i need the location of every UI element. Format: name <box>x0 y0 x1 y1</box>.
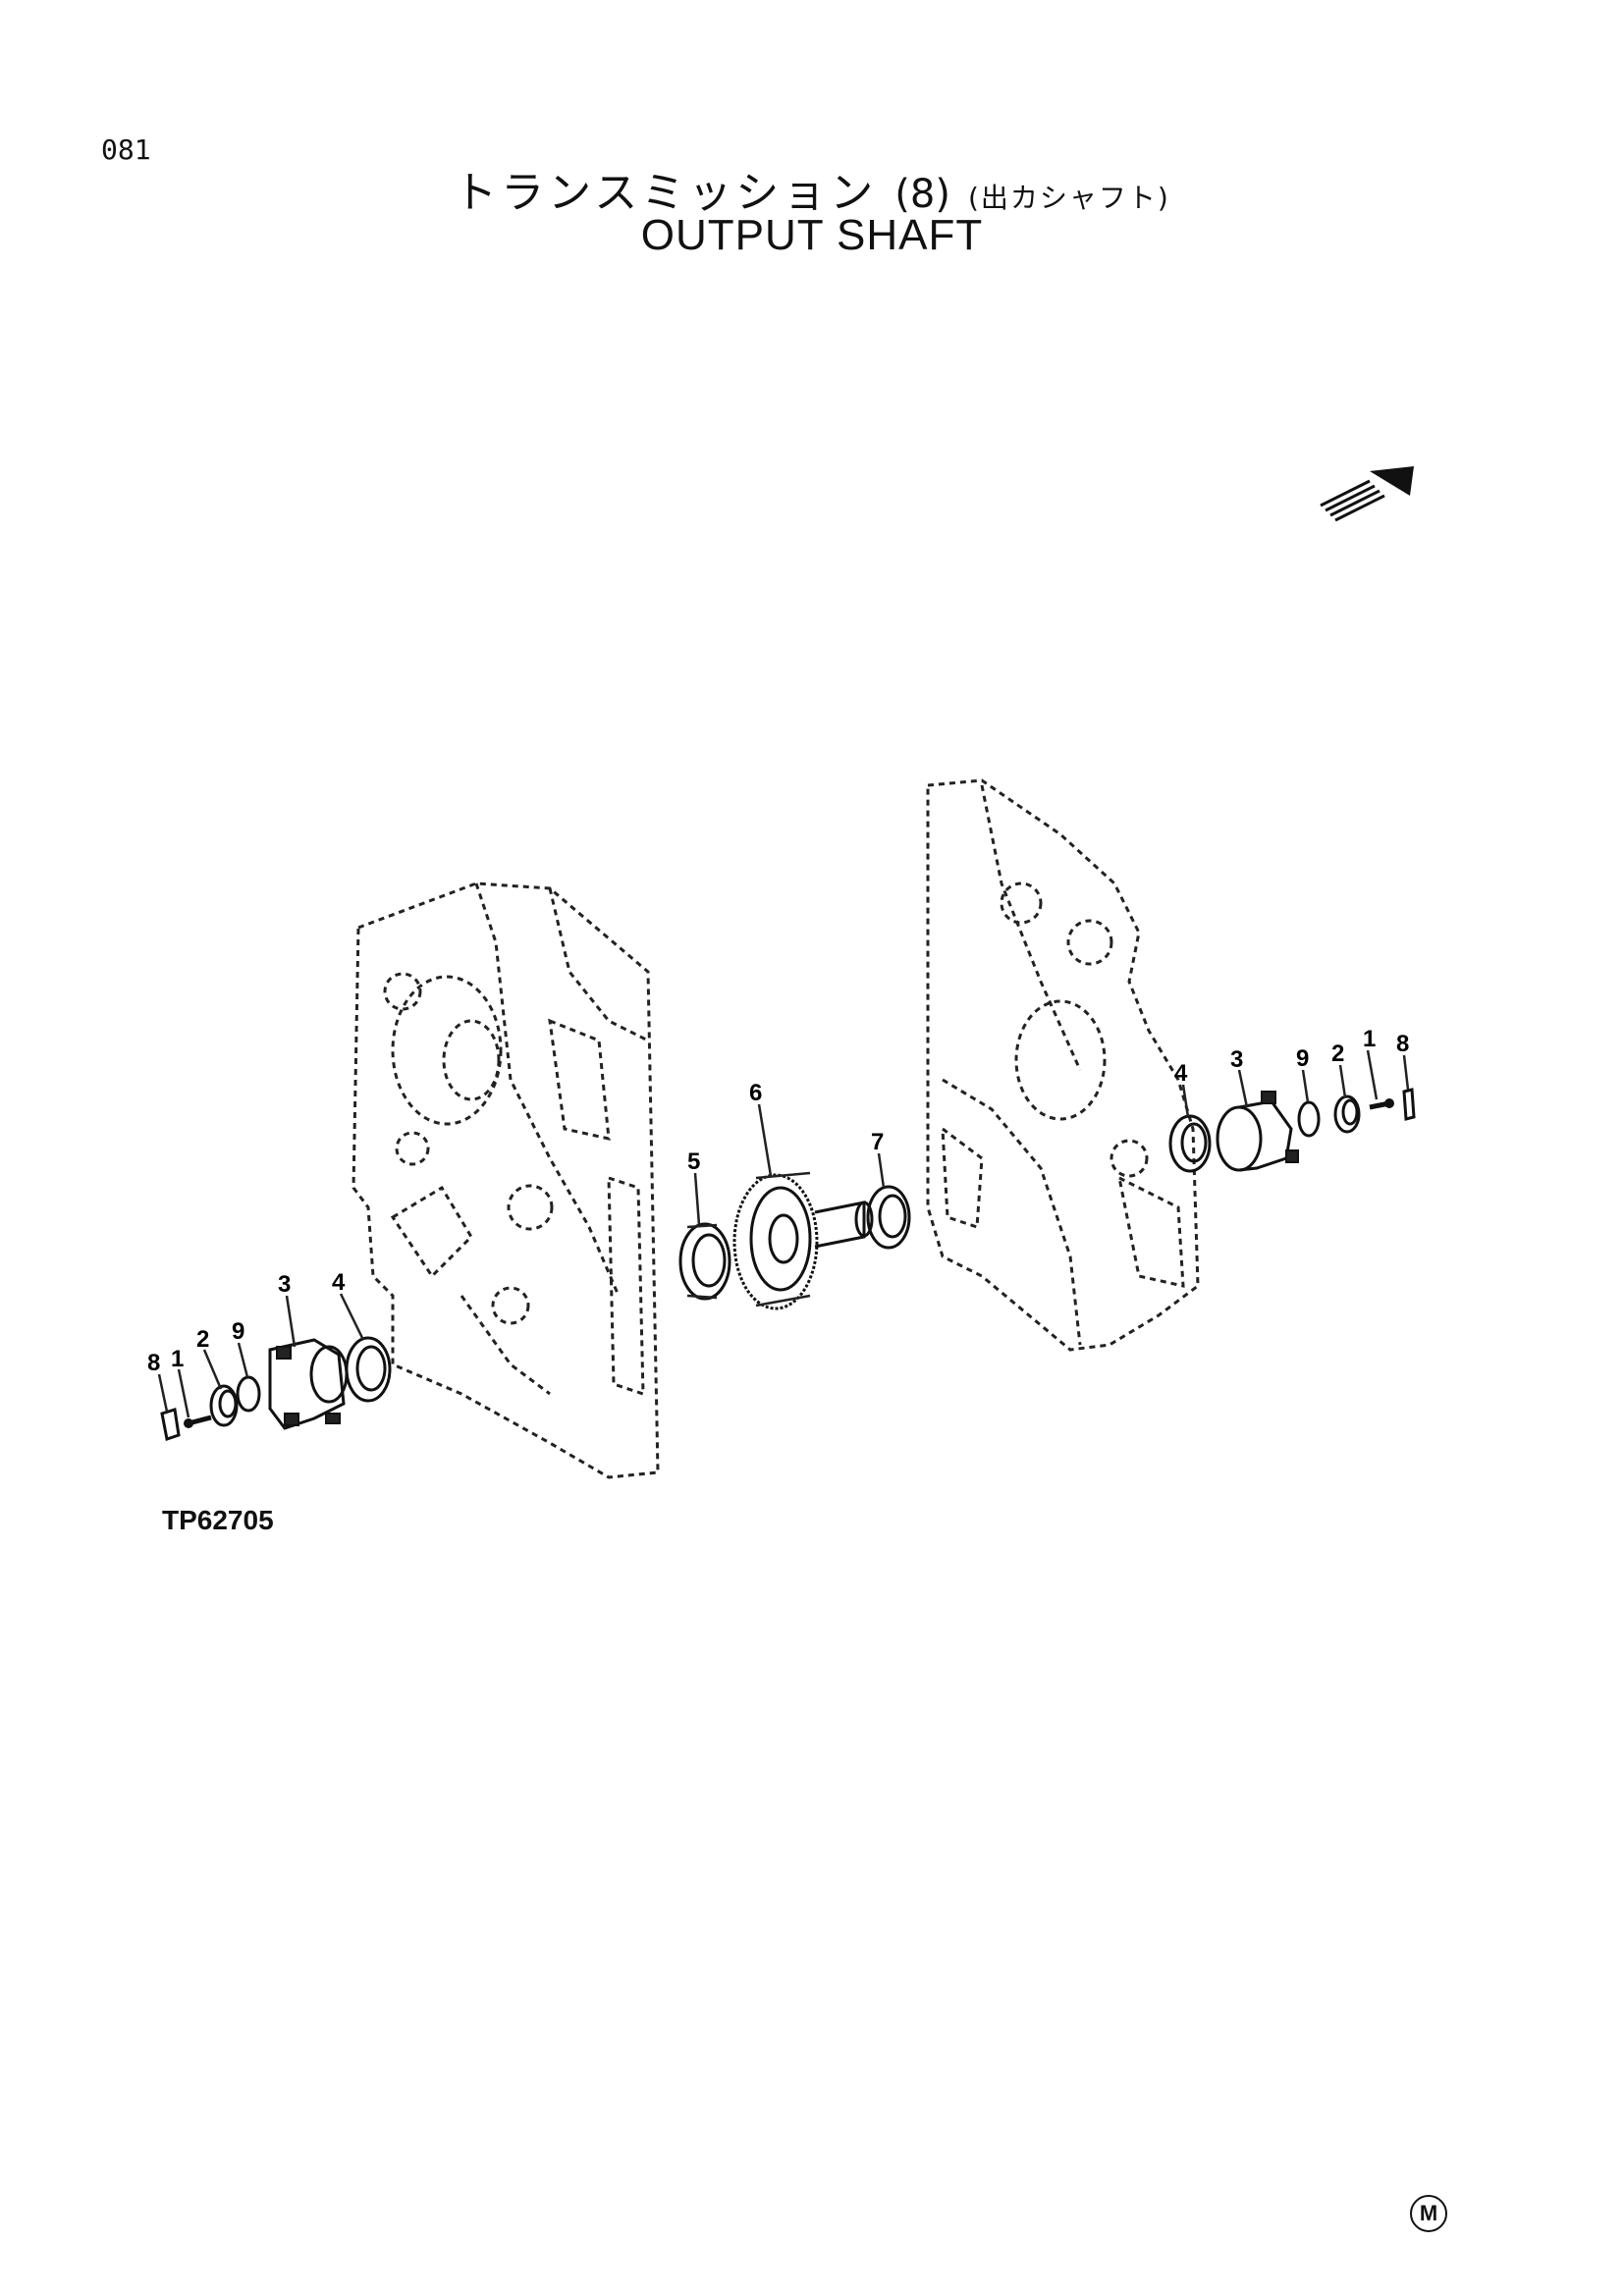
part-2-washer-left <box>209 1384 239 1427</box>
part-8-lock-plate-right <box>1402 1088 1416 1121</box>
callout-center-5: 5 <box>687 1148 700 1175</box>
part-2-washer-right <box>1333 1095 1361 1134</box>
callout-right-4: 4 <box>1174 1060 1188 1087</box>
part-1-bolt-right <box>1369 1098 1394 1110</box>
callout-left-3: 3 <box>278 1271 291 1298</box>
callout-left-9: 9 <box>232 1318 244 1345</box>
part-8-lock-plate-left <box>160 1408 181 1441</box>
left-parts-group <box>160 1336 392 1441</box>
part-5-bearing <box>678 1222 731 1301</box>
part-6-output-gear <box>732 1171 874 1310</box>
page-code: 081 <box>101 133 151 166</box>
callout-right-2: 2 <box>1331 1041 1344 1067</box>
right-transmission-case <box>926 778 1200 1352</box>
center-parts-group <box>678 1171 911 1310</box>
callout-labels: 8 1 2 9 3 4 5 6 7 4 3 9 2 1 8 <box>147 1026 1409 1376</box>
title-japanese-sub: (出カシャフト) <box>967 182 1170 214</box>
part-7-bearing <box>866 1185 911 1250</box>
front-direction-arrow <box>1320 466 1414 522</box>
title-japanese-main: トランスミッション <box>454 168 878 218</box>
left-transmission-case <box>352 881 660 1479</box>
part-3-flange-yoke-left <box>268 1338 349 1430</box>
part-4-oil-seal-right <box>1168 1114 1212 1173</box>
part-3-flange-yoke-right <box>1216 1091 1299 1172</box>
callout-left-2: 2 <box>196 1326 209 1353</box>
callout-left-1: 1 <box>171 1346 184 1372</box>
callout-right-8: 8 <box>1396 1031 1409 1057</box>
callout-right-1: 1 <box>1363 1026 1376 1052</box>
part-9-o-ring-left <box>236 1375 261 1413</box>
callout-left-8: 8 <box>147 1350 160 1376</box>
title-english: OUTPUT SHAFT <box>640 211 984 259</box>
part-9-o-ring-right <box>1297 1100 1321 1138</box>
part-4-oil-seal-left <box>345 1336 392 1403</box>
callout-left-4: 4 <box>332 1269 346 1296</box>
callout-right-9: 9 <box>1296 1045 1309 1072</box>
title-japanese: トランスミッション (8) (出カシャフト) <box>0 157 1624 220</box>
right-parts-group <box>1168 1088 1416 1173</box>
callout-center-7: 7 <box>871 1129 884 1155</box>
figure-code: TP62705 <box>162 1505 274 1535</box>
title-number: (8) <box>894 172 950 217</box>
leader-lines <box>157 1049 1410 1418</box>
part-1-bolt-left <box>184 1415 212 1428</box>
callout-right-3: 3 <box>1230 1046 1243 1073</box>
corner-mark: M <box>1410 2195 1447 2232</box>
callout-center-6: 6 <box>749 1080 762 1106</box>
